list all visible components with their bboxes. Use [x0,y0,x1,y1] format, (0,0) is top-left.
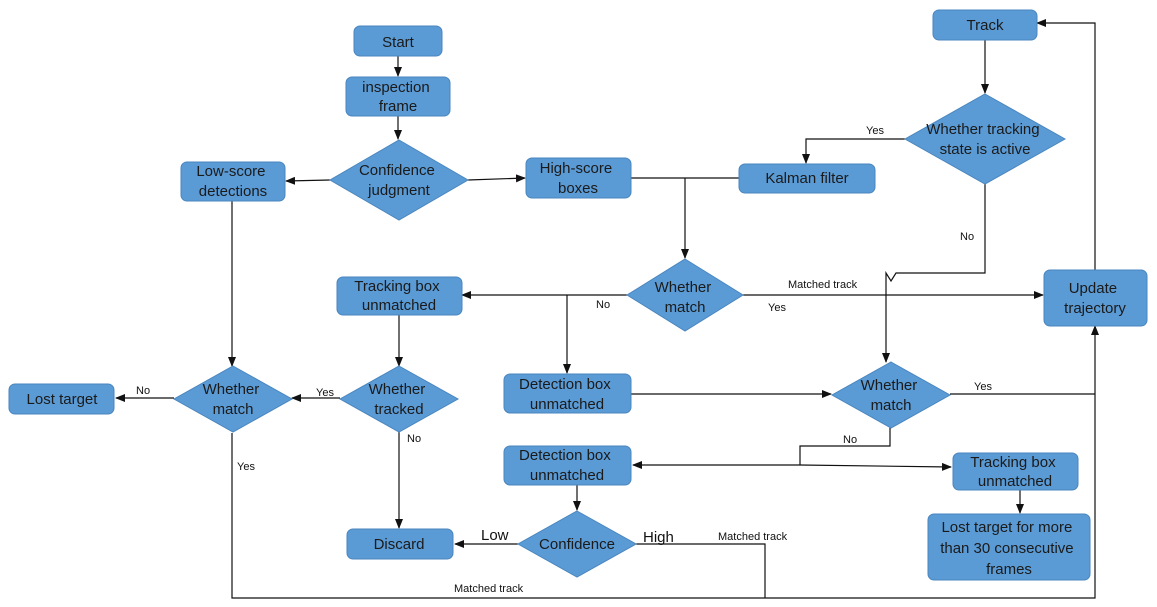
tracking-unmatched-label-2: Tracking box unmatched [970,454,1059,490]
lost-30-frames-label: Lost target for more than 30 consecutive… [940,519,1078,578]
nodes: Start inspection frame Confidence judgme… [8,9,1148,581]
label-no-match-2: No [843,434,857,446]
label-matched-track-3: Matched track [454,583,524,595]
start-label: Start [382,34,415,51]
whether-tracked-diamond [338,365,460,433]
discard-label: Discard [374,536,425,553]
whether-match-label-left: Whether match [203,381,264,418]
high-score-node [525,157,632,199]
lost-target-label: Lost target [27,391,99,408]
whether-match-diamond-1 [626,258,744,332]
low-score-label: Low-score detections [196,163,269,200]
label-no-active: No [960,231,974,243]
edge-labels: Yes No Matched track Yes No No Yes No Ye… [136,125,992,595]
start-node [353,25,443,57]
label-yes-tracked: Yes [316,387,334,399]
label-yes-left: Yes [237,461,255,473]
edge-no-to-tracking2 [799,462,952,471]
edge-active-no [882,184,986,363]
edge-match-yes-update [231,325,1099,599]
label-high: High [643,529,674,546]
low-score-node [180,161,286,202]
edge-confidence-high-track [636,543,766,598]
tracking-unmatched-node-2 [952,452,1079,491]
kalman-filter-node [738,163,876,194]
edge-confidence-high [467,174,526,183]
tracking-active-diamond [903,93,1067,185]
edge-match2-no [799,427,891,465]
discard-node [346,528,454,560]
lost-30-frames-node [927,513,1091,581]
inspection-frame-node [345,76,451,117]
detection-unmatched-node-2 [503,445,632,486]
confidence-label-2: Confidence [539,536,615,553]
label-no-match-1: No [596,299,610,311]
whether-tracked-label: Whether tracked [369,381,430,418]
confidence-judgment-label: Confidence judgment [359,162,439,199]
update-trajectory-node [1043,269,1148,327]
label-yes-match-2: Yes [974,381,992,393]
confidence-diamond-2 [516,510,638,578]
label-yes-match-1: Yes [768,302,786,314]
label-yes-active: Yes [866,125,884,137]
label-no-lost: No [136,385,150,397]
whether-match-label-2: Whether match [861,377,922,414]
inspection-frame-label: inspection frame [362,79,434,115]
whether-match-diamond-left [172,365,294,433]
tracking-unmatched-label-1: Tracking box unmatched [354,278,443,314]
edge-confidence-low [285,176,331,185]
edge-active-kalman [802,138,905,164]
label-matched-track-1: Matched track [788,279,858,291]
label-matched-track-2: Matched track [718,531,788,543]
track-node [932,9,1038,41]
lost-target-node [8,383,115,415]
detection-unmatched-label-1: Detection box unmatched [519,376,615,413]
high-score-label: High-score boxes [540,160,617,197]
update-trajectory-label: Update trajectory [1064,280,1126,317]
whether-match-diamond-2 [830,361,952,429]
edges [115,19,1099,599]
kalman-filter-label: Kalman filter [765,170,848,187]
track-label: Track [967,17,1004,34]
edge-update-track [1036,19,1096,270]
tracking-unmatched-node-1 [336,276,463,316]
label-no-tracked: No [407,433,421,445]
detection-unmatched-label-2: Detection box unmatched [519,447,615,484]
tracking-active-label: Whether tracking state is active [926,121,1044,158]
confidence-judgment-diamond [329,139,469,221]
whether-match-label-1: Whether match [655,279,716,316]
detection-unmatched-node-1 [503,373,632,414]
label-low: Low [481,527,509,544]
